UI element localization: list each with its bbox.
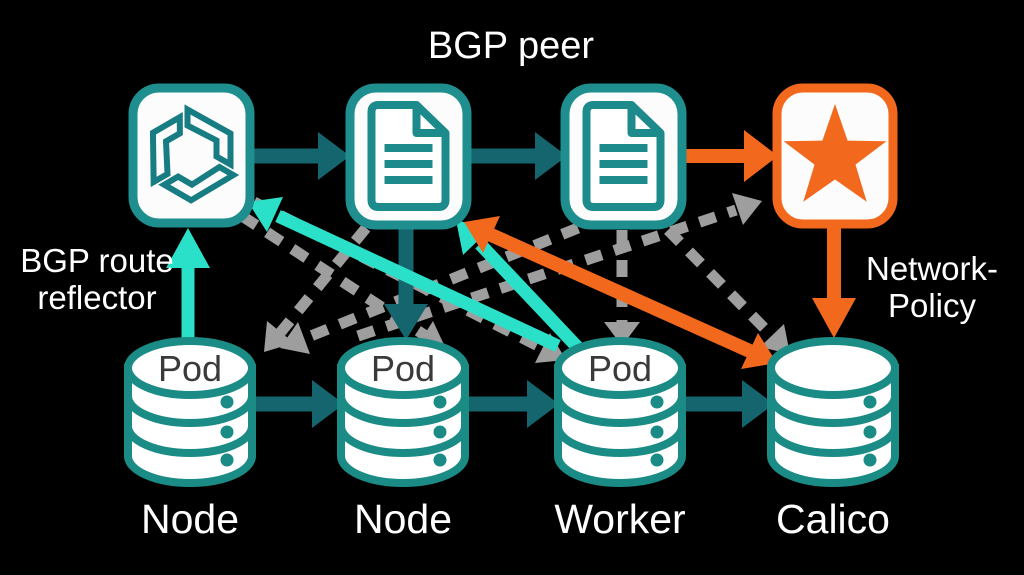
svg-text:Network-: Network-: [866, 250, 998, 287]
node-labels: Node Node Worker Calico: [141, 496, 890, 542]
network-policy-label: Network- Policy: [866, 250, 998, 324]
solid-teal-arrows: [252, 132, 774, 428]
bgp-peer-title: BGP peer: [428, 25, 595, 67]
document-icon: [367, 101, 450, 211]
svg-text:BGP route: BGP route: [20, 242, 173, 279]
woven-hexagon-logo-icon: [149, 104, 240, 204]
calico-cylinder: [771, 341, 895, 483]
orange-policy-arrows: [464, 130, 856, 369]
worker-label: Worker: [554, 496, 685, 542]
document-icon: [582, 101, 665, 211]
star-icon: [783, 104, 887, 202]
bgp-config-document-icon-1: [345, 83, 472, 230]
pod-label: Pod: [371, 348, 435, 389]
route-reflector-icon: [128, 83, 255, 228]
pod-label: Pod: [158, 348, 222, 389]
svg-text:reflector: reflector: [37, 279, 156, 316]
network-policy-star-icon: [772, 83, 898, 229]
node-2-label: Node: [354, 496, 452, 542]
bgp-route-reflector-label: BGP route reflector: [20, 242, 173, 316]
svg-text:Policy: Policy: [888, 287, 977, 324]
bgp-config-document-icon-2: [560, 83, 687, 230]
node-1-label: Node: [141, 496, 239, 542]
cyan-bgp-arrows: [166, 197, 587, 357]
calico-label: Calico: [776, 496, 890, 542]
pod-label: Pod: [588, 348, 652, 389]
